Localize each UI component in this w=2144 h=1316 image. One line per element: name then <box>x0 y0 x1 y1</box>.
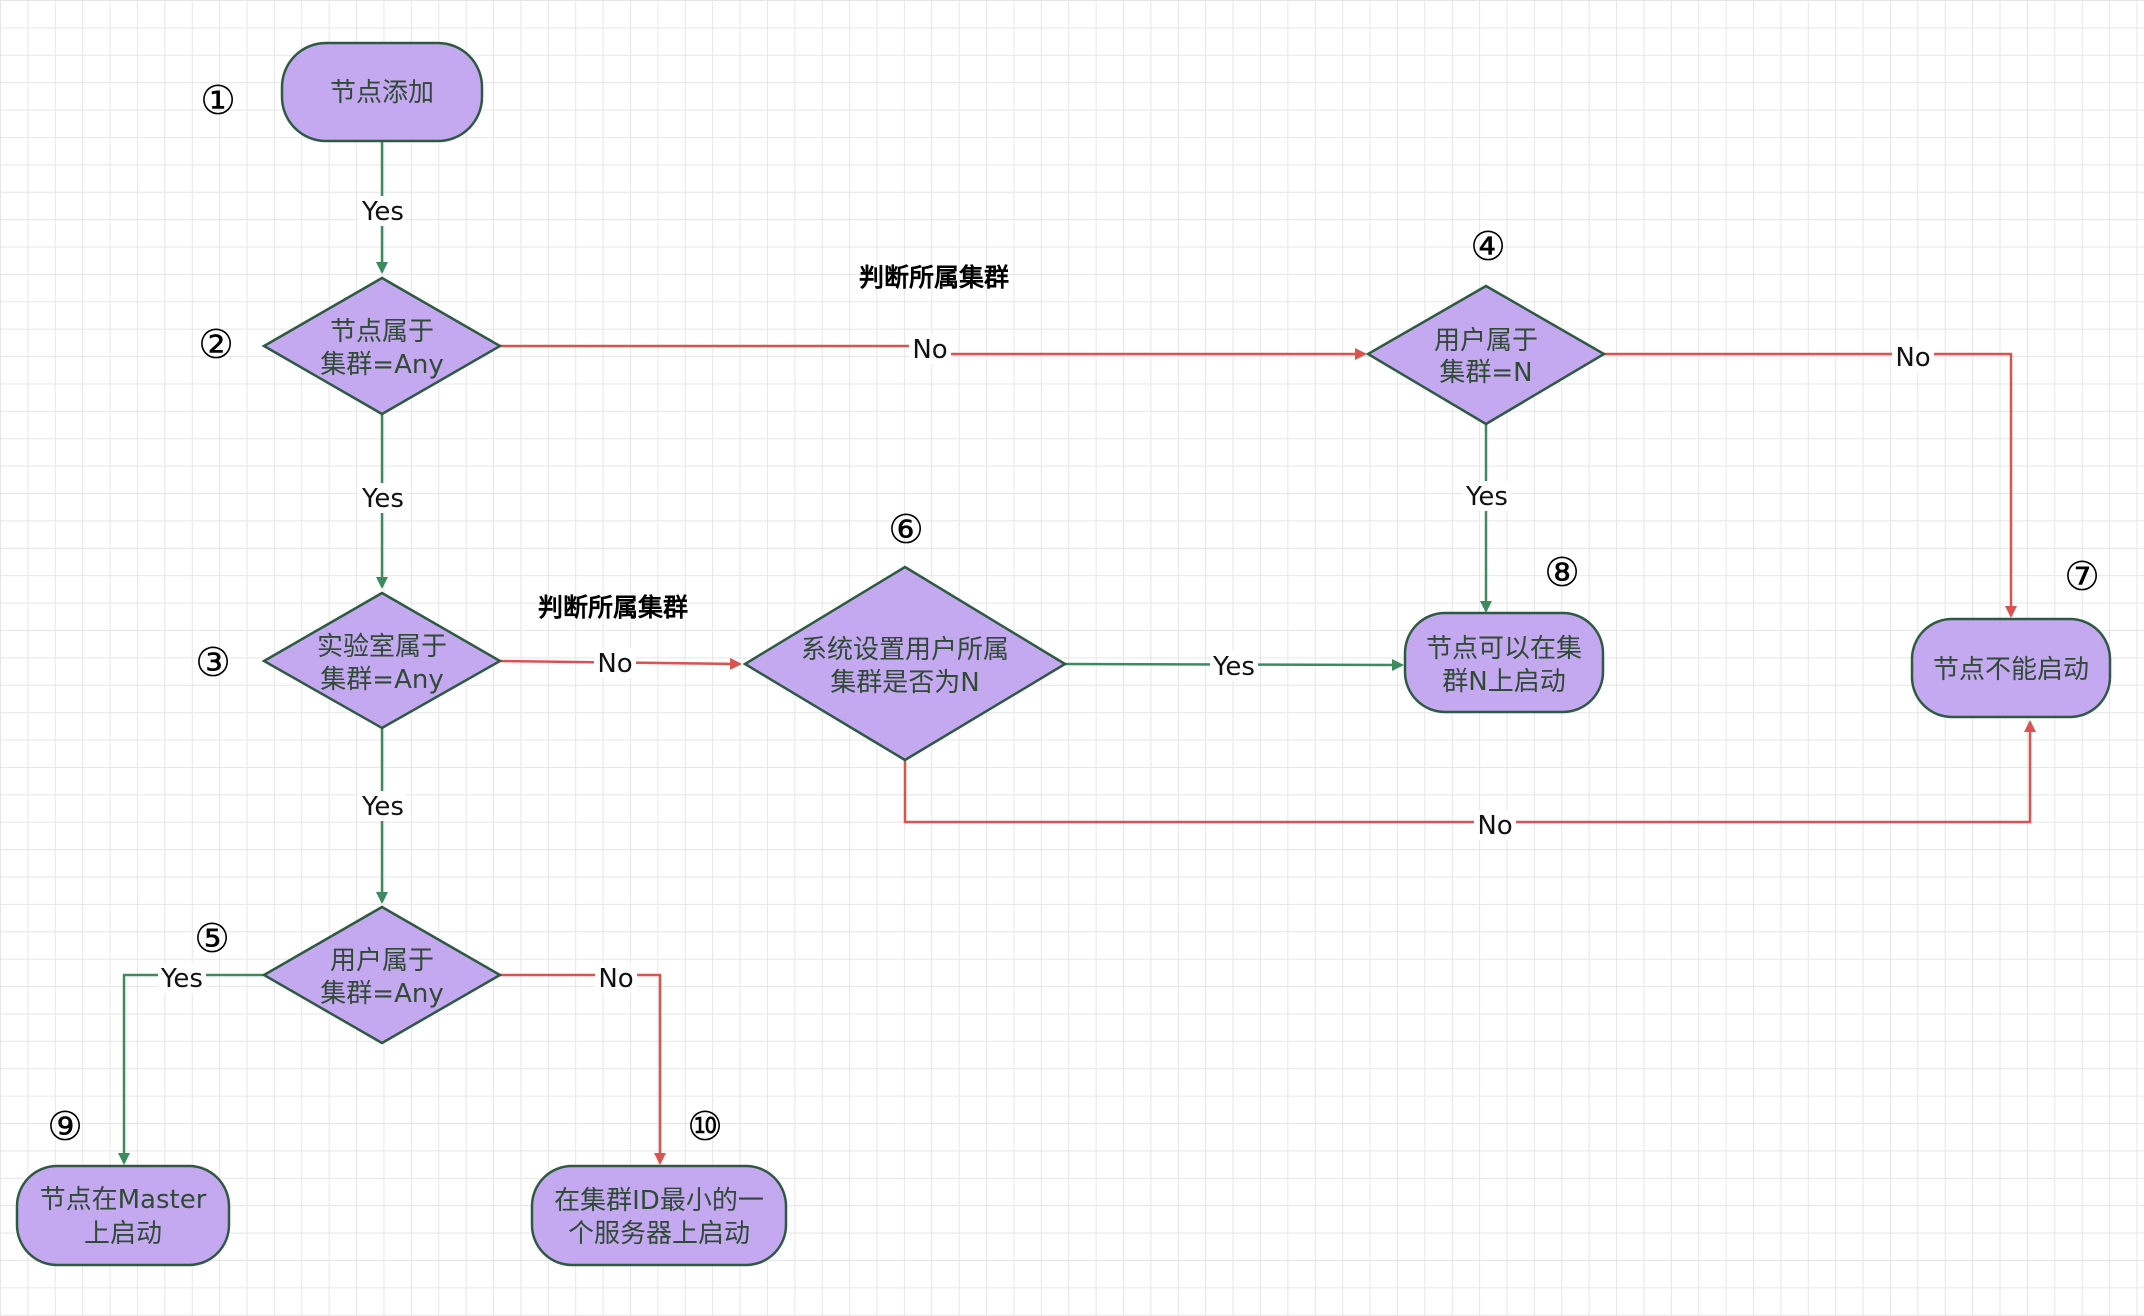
node-7-number: ⑦ <box>2064 554 2100 600</box>
node-10-number: ⑩ <box>687 1104 723 1150</box>
edge-label-2-3: Yes <box>361 484 404 514</box>
annotation-middle: 判断所属集群 <box>538 593 688 622</box>
edge-label-6-8: Yes <box>1212 652 1255 682</box>
node-6-line-2: 集群是否为N <box>830 668 979 698</box>
node-2-line-2: 集群=Any <box>320 350 443 380</box>
node-4-line-1: 用户属于 <box>1434 326 1538 356</box>
edge-labels: Yes Yes No Yes No Yes No Yes No Yes No <box>158 196 1934 994</box>
node-9-number: ⑨ <box>47 1104 83 1150</box>
edge-label-5-10: No <box>598 964 633 994</box>
edge-label-5-9: Yes <box>160 964 203 994</box>
node-5-line-1: 用户属于 <box>330 946 434 976</box>
node-9-line-2: 上启动 <box>84 1219 162 1249</box>
edge-label-6-7: No <box>1477 811 1512 841</box>
node-3[interactable]: 实验室属于 集群=Any <box>261 591 503 730</box>
node-9-line-1: 节点在Master <box>40 1185 207 1215</box>
node-2-line-1: 节点属于 <box>330 317 434 347</box>
edge-6-to-7 <box>903 720 2036 824</box>
node-8-number: ⑧ <box>1544 550 1580 596</box>
node-8-line-2: 群N上启动 <box>1442 667 1565 697</box>
node-7-line-1: 节点不能启动 <box>1933 655 2089 685</box>
node-9[interactable]: 节点在Master 上启动 <box>15 1164 231 1267</box>
node-3-number: ③ <box>195 640 231 686</box>
node-7[interactable]: 节点不能启动 <box>1910 617 2112 719</box>
edge-label-2-4: No <box>912 335 947 365</box>
node-2[interactable]: 节点属于 集群=Any <box>261 276 503 416</box>
node-6[interactable]: 系统设置用户所属 集群是否为N <box>742 565 1068 762</box>
node-4-number: ④ <box>1470 224 1506 270</box>
node-10-line-2: 个服务器上启动 <box>568 1219 750 1249</box>
edge-label-4-8: Yes <box>1465 482 1508 512</box>
node-1-number: ① <box>200 78 236 124</box>
node-8[interactable]: 节点可以在集 群N上启动 <box>1403 611 1605 714</box>
annotation-top: 判断所属集群 <box>859 263 1009 292</box>
node-4[interactable]: 用户属于 集群=N <box>1365 284 1607 426</box>
node-1-line-1: 节点添加 <box>330 78 434 108</box>
node-2-number: ② <box>198 322 234 368</box>
node-5-line-2: 集群=Any <box>320 979 443 1009</box>
edge-label-3-5: Yes <box>361 792 404 822</box>
node-8-line-1: 节点可以在集 <box>1426 634 1582 664</box>
edge-label-1-2: Yes <box>361 197 404 227</box>
node-3-line-1: 实验室属于 <box>317 632 447 662</box>
node-4-line-2: 集群=N <box>1439 358 1532 388</box>
edge-label-4-7: No <box>1895 343 1930 373</box>
edge-label-3-6: No <box>597 649 632 679</box>
node-5-number: ⑤ <box>194 916 230 962</box>
node-1[interactable]: 节点添加 <box>280 41 484 143</box>
node-3-line-2: 集群=Any <box>320 665 443 695</box>
node-5[interactable]: 用户属于 集群=Any <box>261 905 503 1045</box>
edge-5-to-10 <box>500 973 666 1165</box>
node-6-line-1: 系统设置用户所属 <box>801 635 1009 665</box>
node-6-number: ⑥ <box>888 507 924 553</box>
edge-4-to-7 <box>1604 352 2017 618</box>
node-10[interactable]: 在集群ID最小的一 个服务器上启动 <box>530 1164 788 1267</box>
node-10-line-1: 在集群ID最小的一 <box>554 1186 764 1216</box>
edge-5-to-9 <box>118 973 265 1165</box>
